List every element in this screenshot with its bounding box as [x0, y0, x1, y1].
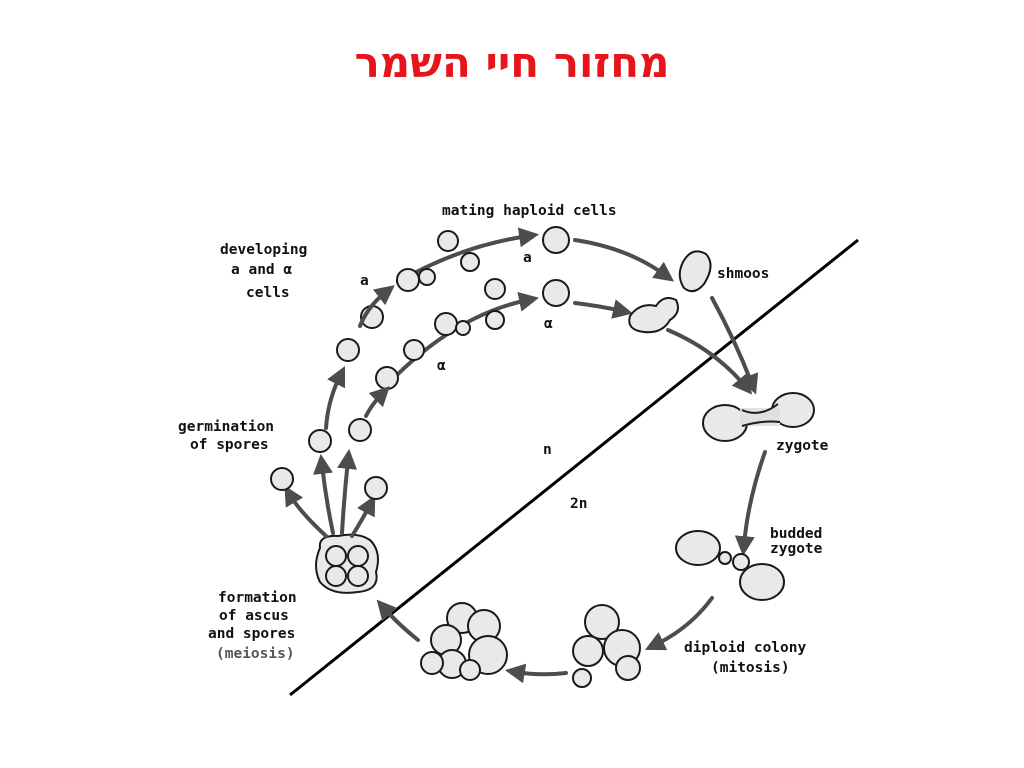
label-germination-1: germination [178, 419, 274, 435]
label-budded-1: budded [770, 526, 822, 542]
label-diploid-2n: 2n [570, 496, 587, 512]
alpha-cell-track [376, 279, 622, 389]
a-mating-cell [543, 227, 569, 253]
label-formation-2: of ascus [219, 608, 289, 624]
label-a-right: a [523, 250, 532, 266]
label-developing-2: a and α [231, 262, 292, 278]
label-mating-haploid-cells: mating haploid cells [442, 203, 617, 219]
label-developing-3: cells [246, 285, 290, 301]
label-alpha-left: α [437, 358, 446, 374]
label-developing-1: developing [220, 242, 307, 258]
germination-group [271, 376, 387, 536]
alpha-cell [456, 321, 470, 335]
label-a-left: a [360, 273, 369, 289]
label-germination-2: of spores [190, 437, 269, 453]
ascus-group [316, 535, 378, 593]
alpha-cell [485, 279, 505, 299]
alpha-cell [435, 313, 457, 335]
budded-zygote-group [655, 531, 784, 645]
label-alpha-right: α [544, 316, 553, 332]
zygote-group [703, 393, 814, 545]
alpha-cell [404, 340, 424, 360]
label-zygote: zygote [776, 438, 829, 454]
a-cell [337, 339, 359, 361]
label-diploid-1: diploid colony [684, 640, 806, 656]
label-budded-2: zygote [770, 541, 823, 557]
diploid-colony-group [516, 605, 640, 687]
alpha-cell [486, 311, 504, 329]
a-cell [461, 253, 479, 271]
label-formation-3: and spores [208, 626, 295, 642]
colony-group [384, 603, 507, 680]
label-haploid-n: n [543, 442, 552, 458]
alpha-mating-cell [543, 280, 569, 306]
shmoo-alpha [629, 298, 678, 332]
shmoo-a [680, 251, 711, 291]
a-cell [419, 269, 435, 285]
label-formation-4: (meiosis) [216, 646, 295, 662]
label-shmoos: shmoos [717, 266, 769, 282]
label-formation-1: formation [218, 590, 297, 606]
alpha-cell [376, 367, 398, 389]
a-cell [397, 269, 419, 291]
label-diploid-2: (mitosis) [711, 660, 790, 676]
a-cell [438, 231, 458, 251]
